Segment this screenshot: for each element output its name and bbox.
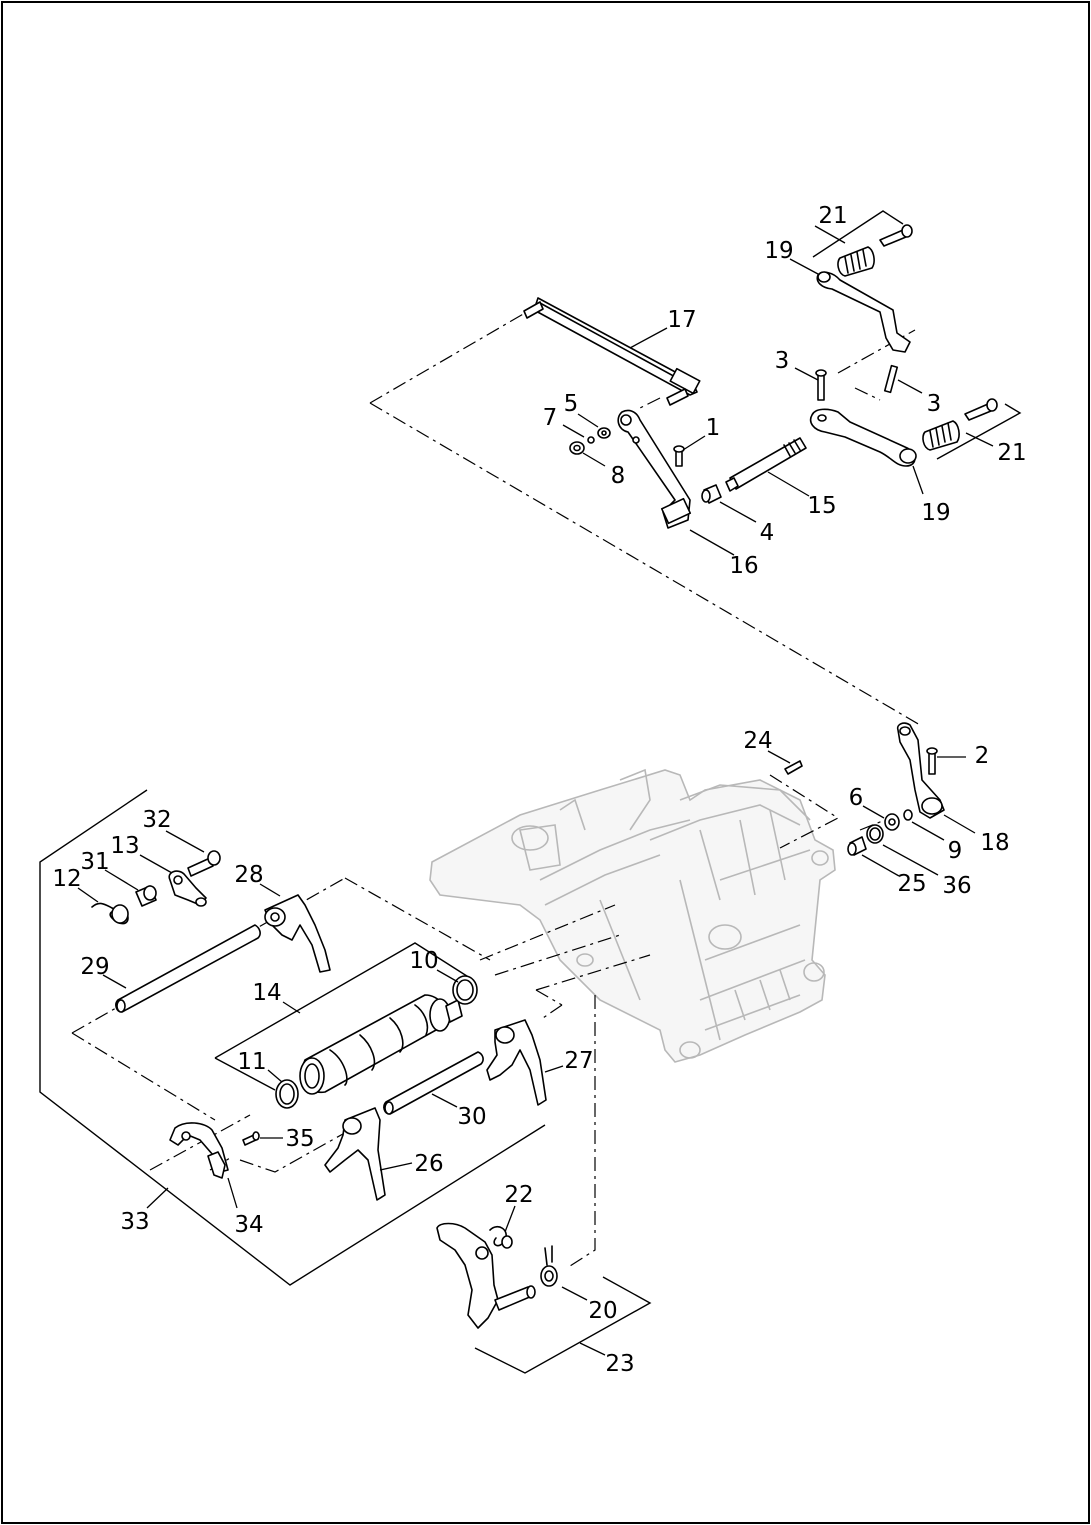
callout-24: 24 [743,728,772,754]
part-27-shift-fork [486,1019,547,1106]
leader-lines [77,225,994,1356]
callout-10: 10 [409,948,438,974]
part-10-retaining-ring [452,975,478,1005]
callout-36: 36 [942,873,971,899]
part-1-bolt [673,445,685,467]
part-20-spring [540,1245,558,1287]
callout-14: 14 [252,980,281,1006]
part-23-shifter-pawl-assembly [436,1222,536,1329]
part-32-bolt [187,850,221,877]
callout-25: 25 [897,871,926,897]
callout-21a: 21 [818,203,847,229]
callout-32: 32 [142,807,171,833]
callout-30: 30 [457,1104,486,1130]
part-17-shift-rod [523,297,701,406]
callout-6: 6 [849,785,864,811]
callout-8: 8 [611,463,626,489]
group-brackets [39,210,1022,1374]
part-3-bolts [815,364,899,401]
callout-15: 15 [807,493,836,519]
callout-19b: 19 [921,500,950,526]
callout-3a: 3 [775,348,790,374]
part-18-lever [896,722,945,819]
part-6-9-36-25-hardware [847,809,913,856]
part-28-shift-fork [264,894,331,973]
callout-23: 23 [605,1351,634,1377]
callout-13: 13 [110,833,139,859]
part-11-retaining-ring [275,1079,299,1109]
part-21-peg-upper [837,224,913,277]
part-13-detent-arm [168,870,207,907]
part-5-7-8-washers [569,427,611,455]
callout-22: 22 [504,1182,533,1208]
callout-3b: 3 [927,391,942,417]
callout-28: 28 [234,862,263,888]
part-24-bolt [784,760,803,775]
part-21-peg-lower [922,398,998,451]
part-16-shifter-lever [617,409,692,529]
callout-34: 34 [234,1212,263,1238]
callout-17: 17 [667,307,696,333]
part-14-shift-drum [299,994,463,1095]
part-33-drum-retainer [169,1122,229,1173]
part-30-fork-rod [383,1051,484,1115]
part-29-fork-rod [115,924,261,1013]
part-34-detent [207,1151,226,1179]
callout-27: 27 [564,1048,593,1074]
callout-29: 29 [80,954,109,980]
callout-20: 20 [588,1298,617,1324]
part-12-spring [91,902,129,925]
part-26-shift-fork [324,1107,386,1201]
callout-16: 16 [729,553,758,579]
part-31-bushing [135,885,157,907]
callout-18: 18 [980,830,1009,856]
part-4-bushing [701,484,722,504]
callout-11: 11 [237,1049,266,1075]
callout-labels: 1 2 3 3 4 5 6 7 8 9 10 11 12 13 14 15 16… [52,203,1026,1377]
callout-26: 26 [414,1151,443,1177]
part-22-spring [489,1225,513,1249]
part-19-peg-lever-lower [809,408,917,467]
transmission-case-ghost [429,768,836,1063]
callout-7: 7 [543,405,558,431]
callout-21b: 21 [997,440,1026,466]
callout-19a: 19 [764,238,793,264]
callout-2: 2 [975,743,990,769]
callout-12: 12 [52,866,81,892]
callout-1: 1 [706,415,721,441]
part-35-screw [242,1131,260,1146]
part-2-bolt [926,747,938,775]
callout-5: 5 [564,391,579,417]
callout-4: 4 [760,520,775,546]
callout-33: 33 [120,1209,149,1235]
callout-35: 35 [285,1126,314,1152]
part-15-shaft [725,437,807,492]
callout-9: 9 [948,838,963,864]
part-19-peg-lever-upper [816,271,911,353]
callout-31: 31 [80,849,109,875]
